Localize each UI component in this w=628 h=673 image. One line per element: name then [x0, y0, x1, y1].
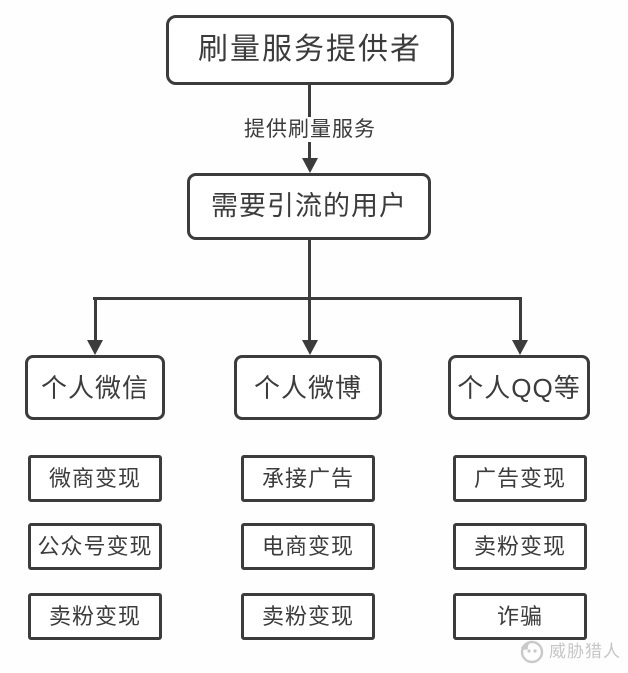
- leaf-label: 广告变现: [473, 465, 566, 491]
- node-fan-selling-monetization-weibo: 卖粉变现: [241, 593, 375, 640]
- node-ad-monetization: 广告变现: [453, 455, 587, 502]
- connector-hub-stem: [308, 240, 311, 341]
- node-official-account-monetization: 公众号变现: [28, 523, 162, 570]
- node-fan-selling-monetization-wechat: 卖粉变现: [28, 593, 162, 640]
- node-traffic-service-provider: 刷量服务提供者: [166, 15, 454, 85]
- node-personal-qq: 个人QQ等: [448, 355, 590, 420]
- node-personal-qq-label: 个人QQ等: [457, 372, 581, 403]
- node-fan-selling-monetization-qq: 卖粉变现: [453, 523, 587, 570]
- node-wechat-merchant-monetization: 微商变现: [28, 455, 162, 502]
- node-personal-weibo-label: 个人微博: [253, 372, 362, 403]
- leaf-label: 承接广告: [261, 465, 354, 491]
- leaf-label: 诈骗: [496, 603, 543, 629]
- watermark-brand-text: 威胁猎人: [549, 641, 621, 661]
- node-personal-weibo: 个人微博: [234, 355, 382, 420]
- leaf-label: 卖粉变现: [473, 533, 566, 559]
- arrowhead-weibo: [301, 340, 318, 355]
- arrowhead-wechat: [87, 340, 103, 355]
- threat-hunter-logo-icon: [520, 640, 544, 664]
- arrowhead-qq: [512, 340, 528, 355]
- node-traffic-service-provider-label: 刷量服务提供者: [198, 33, 422, 66]
- leaf-label: 卖粉变现: [48, 603, 141, 629]
- leaf-label: 微商变现: [48, 465, 141, 491]
- node-users-needing-traffic-label: 需要引流的用户: [211, 191, 407, 221]
- leaf-label: 卖粉变现: [261, 603, 354, 629]
- node-fraud: 诈骗: [453, 593, 587, 640]
- node-users-needing-traffic: 需要引流的用户: [187, 173, 431, 240]
- node-personal-wechat-label: 个人微信: [40, 372, 149, 403]
- node-ecommerce-monetization: 电商变现: [241, 523, 375, 570]
- leaf-label: 公众号变现: [37, 533, 153, 559]
- arrowhead-root-to-hub: [301, 158, 318, 173]
- connector-drop-wechat: [93, 297, 97, 341]
- watermark: 威胁猎人: [518, 638, 621, 664]
- connector-drop-qq: [518, 297, 522, 341]
- connector-branch-rail: [93, 297, 521, 300]
- leaf-label: 电商变现: [261, 533, 354, 559]
- node-personal-wechat: 个人微信: [25, 355, 165, 420]
- edge-label-provide-service: 提供刷量服务: [229, 117, 391, 142]
- node-ad-contracting: 承接广告: [241, 455, 375, 502]
